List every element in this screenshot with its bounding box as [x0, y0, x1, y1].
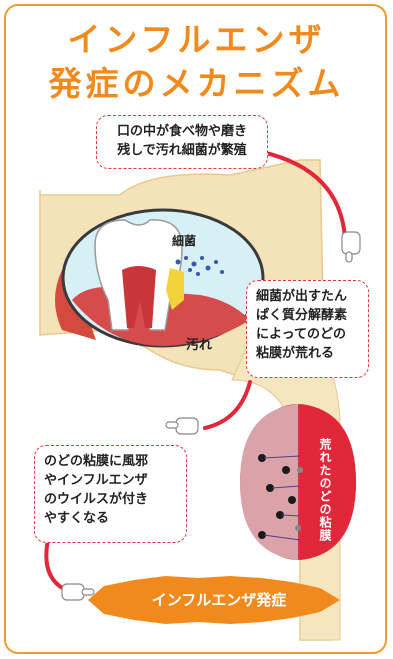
pointing-hand-icon: [166, 418, 198, 434]
note-line: やインフルエンザ: [44, 471, 177, 490]
result-label: インフルエンザ発症: [94, 588, 344, 612]
pointing-hand-icon: [342, 232, 360, 262]
membrane-left-half: [240, 404, 298, 560]
note-line: のウイルスが付き: [44, 490, 177, 509]
label-dirt: 汚れ: [186, 334, 212, 353]
note-enzyme: 細菌が出すたん ぱく質分解酵素 によってのどの 粘膜が荒れる: [246, 280, 369, 378]
note-bacteria-growth: 口の中が食べ物や磨き 残しで汚れ細菌が繁殖: [96, 115, 268, 169]
note-line: ぱく質分解酵素: [256, 306, 359, 325]
label-damaged-membrane: 荒れたのどの粘膜: [304, 438, 334, 542]
note-line: 細菌が出すたん: [256, 287, 359, 306]
arrow-2: [205, 382, 250, 428]
note-virus: のどの粘膜に風邪 やインフルエンザ のウイルスが付き やすくなる: [34, 445, 187, 543]
note-line: 口の中が食べ物や磨き: [106, 122, 258, 141]
note-line: のどの粘膜に風邪: [44, 452, 177, 471]
pointing-hand-icon: [62, 584, 94, 600]
note-line: 残しで汚れ細菌が繁殖: [106, 141, 258, 160]
note-line: 粘膜が荒れる: [256, 344, 359, 363]
note-line: やすくなる: [44, 509, 177, 528]
note-line: によってのどの: [256, 325, 359, 344]
label-bacteria: 細菌: [172, 232, 196, 249]
